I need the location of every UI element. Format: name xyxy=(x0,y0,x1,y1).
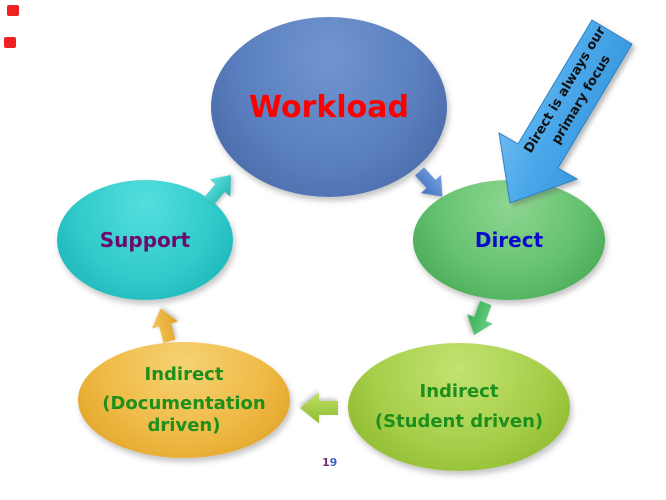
node-indirect-documentation-label-line1: Indirect xyxy=(144,363,224,385)
node-workload: Workload xyxy=(211,17,447,197)
node-indirect-documentation-label-line2: (Documentation driven) xyxy=(102,393,266,436)
arrow-shape xyxy=(300,392,338,424)
node-indirect-documentation: Indirect (Documentation driven) xyxy=(78,342,290,458)
annotation-arrow-text: Direct is always our primary focus xyxy=(514,12,637,180)
page-number-digit-1: 1 xyxy=(322,456,330,469)
connector-arrow-direct-to-student-icon xyxy=(461,298,499,340)
arrow-shape xyxy=(461,298,499,340)
node-indirect-student-label: Indirect (Student driven) xyxy=(368,381,550,432)
node-workload-label: Workload xyxy=(249,89,409,125)
node-indirect-student-label-line2: (Student driven) xyxy=(374,411,544,432)
arrow-shape xyxy=(147,305,183,345)
node-support-label: Support xyxy=(99,228,191,252)
page-number: 19 xyxy=(322,456,337,469)
node-indirect-student: Indirect (Student driven) xyxy=(348,343,570,471)
node-indirect-student-label-line1: Indirect xyxy=(419,381,499,403)
connector-arrow-student-to-documentation-icon xyxy=(300,392,338,424)
node-direct-label: Direct xyxy=(474,228,544,252)
annotation-arrow-text-line1: Direct is always our xyxy=(521,24,609,156)
connector-arrow-documentation-to-support-icon xyxy=(147,305,183,345)
node-indirect-documentation-label: Indirect (Documentation driven) xyxy=(98,364,270,437)
node-direct: Direct xyxy=(413,180,605,300)
node-support: Support xyxy=(57,180,233,300)
page-number-digit-2: 9 xyxy=(329,456,338,469)
red-corner-mark-bottom xyxy=(4,37,16,48)
red-corner-mark-top xyxy=(7,5,19,16)
